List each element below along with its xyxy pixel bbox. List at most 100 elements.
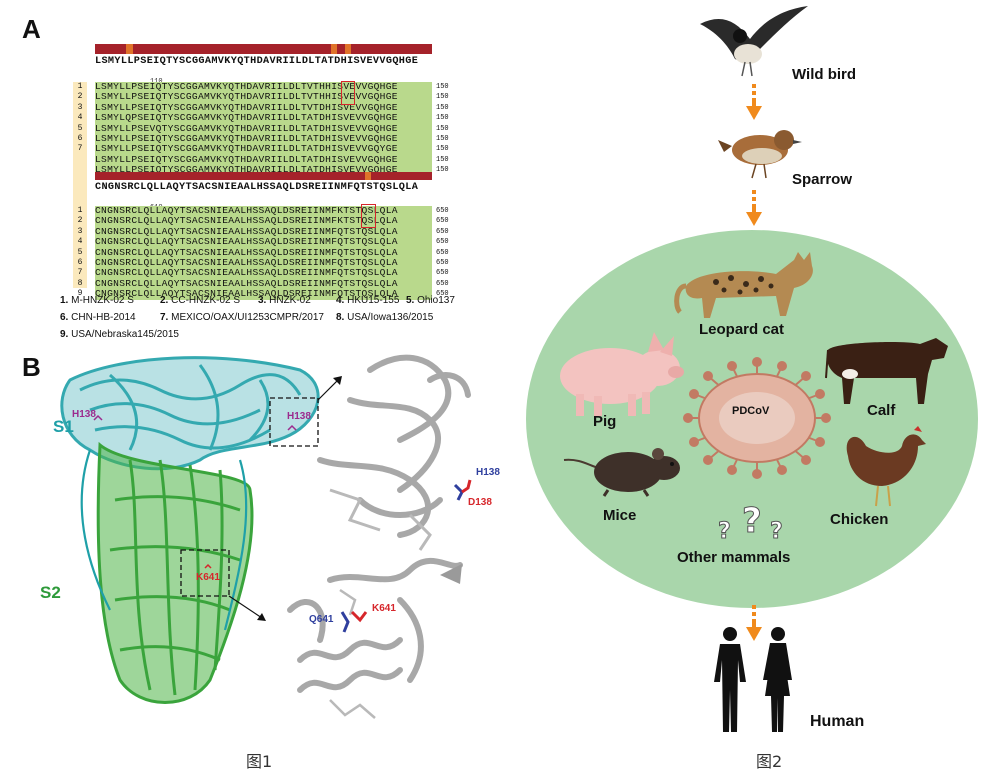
figure1-caption: 图1 [246,752,273,771]
alignment-row-end: 650 [436,207,449,215]
svg-text:?: ? [742,501,762,541]
leopard-cat-label: Leopard cat [699,321,785,338]
alignment-row-sequence: CNGNSRCLQLLAQYTSACSNIEAALHSSAQLDSREIINMF… [95,246,398,258]
alignment-row-sequence: CNGNSRCLQLLAQYTSACSNIEAALHSSAQLDSREIINMF… [95,215,398,227]
alignment-row-end: 150 [436,145,449,154]
spike-protein-structure [60,354,472,719]
alignment-row-end: 650 [436,217,449,226]
s1-label: S1 [53,417,74,436]
mice-label: Mice [603,507,637,524]
alignment-row-number: 7 [77,144,83,154]
highlight-box-138 [341,81,355,105]
alignment-rows-1 [95,82,432,176]
alignment-row-number: 3 [77,226,83,236]
alignment-row-end: 150 [436,135,449,143]
alignment-row-sequence: CNGNSRCLQLLAQYTSACSNIEAALHSSAQLDSREIINMF… [95,257,398,268]
alignment-block-1: LSMYLLPSEIQTYSCGGAMVKYQTHDAVRIILDLTATDHI… [70,44,460,176]
wild-bird-icon [700,6,808,77]
alignment-row-number: 2 [77,92,83,102]
sparrow-icon [718,130,802,179]
ruler-2: 610 620 630 640 650 [95,196,432,244]
zoom-d138-label: D138 [468,497,492,508]
alignment-row-sequence: CNGNSRCLQLLAQYTSACSNIEAALHSSAQLDSREIINMF… [95,205,398,216]
alignment-row-sequence: CNGNSRCLQLLAQYTSACSNIEAALHSSAQLDSREIINMF… [95,277,398,289]
alignment-row-sequence: LSMYLLPSEVQTYSCGGAMVKYQTHDAVRIILDLTATDHI… [95,122,398,134]
svg-text:?: ? [770,519,783,544]
alignment-row-number: 5 [77,247,83,257]
alignment-row-sequence: CNGNSRCLQLLAQYTSACSNIEAALHSSAQLDSREIINMF… [95,288,398,300]
zoom-q641-label: Q641 [309,614,334,625]
alignment-row-number: 2 [77,216,83,226]
alignment-row-number: 6 [77,134,83,143]
arrow-mammals-to-human [746,605,762,641]
alignment-row-sequence: LSMYLLPSEIQTYSCGGAMVKYQTHDAVRIILDLTATDHI… [95,164,398,176]
alignment-row-sequence: LSMYLLPSEIQTYSCGGAMVKYQTHDAVRIILDLTVTDHI… [95,101,398,113]
alignment-row-sequence: LSMYLLPSEIQTYSCGGAMVKYQTHDAVRIILDLTVTHHI… [95,81,398,92]
figure2-caption: 图2 [756,752,783,771]
human-silhouettes-icon [714,627,792,732]
panel-b-label: B [22,352,41,382]
consensus-sequence-1: LSMYLLPSEIQTYSCGGAMVKYQTHDAVRIILDLTATDHI… [95,56,419,67]
alignment-row-end: 150 [436,155,449,164]
alignment-row-sequence: CNGNSRCLQLLAQYTSACSNIEAALHSSAQLDSREIINMF… [95,236,398,248]
arrow-sparrow-to-mammals [746,190,762,226]
alignment-row-sequence: LSMYLLPSEIQTYSCGGAMVKYQTHDAVRIILDLTATDHI… [95,153,398,165]
pdcov-label: PDCoV [732,405,770,417]
arrow-bird-to-sparrow [746,84,762,120]
mouse-icon [563,448,680,497]
alignment-row-number: 1 [77,206,83,215]
sparrow-label: Sparrow [792,171,853,188]
ruler-1: 110 120 130 140 150 [95,70,432,118]
leopard-cat-icon [674,252,813,318]
alignment-row-end: 150 [436,166,449,175]
h138-label-left: H138 [72,409,96,420]
alignment-row-sequence: LSMYLLPSEIQTYSCGGAMVKYQTHDAVRIILDLTATDHI… [95,143,398,155]
conservation-bar-1 [95,44,432,54]
alignment-row-sequence: LSMYLQPSEIQTYSCGGAMVKYQTHDAVRIILDLTATDHI… [95,112,398,124]
consensus-sequence-2: CNGNSRCLQLLAQYTSACSNIEAALHSSAQLDSREIINMF… [95,182,419,193]
alignment-row-number: 9 [77,289,83,299]
alignment-row-sequence: CNGNSRCLQLLAQYTSACSNIEAALHSSAQLDSREIINMF… [95,267,398,279]
alignment-row-end: 650 [436,279,449,288]
question-marks-icon: ? ? ? [718,501,784,545]
alignment-row-number: 4 [77,113,83,123]
s2-label: S2 [40,583,61,602]
alignment-row-number: 7 [77,268,83,278]
alignment-row-end: 650 [436,269,449,278]
chicken-label: Chicken [830,511,889,528]
alignment-row-sequence: LSMYLLPSEIQTYSCGGAMVKYQTHDAVRIILDLTATDHI… [95,133,398,144]
conservation-bar-2 [95,172,432,180]
human-label: Human [810,713,865,730]
row-number-column-2 [73,152,87,288]
other-mammals-label: Other mammals [677,549,791,566]
alignment-row-end: 650 [436,248,449,257]
alignment-row-end: 650 [436,290,449,299]
alignment-row-end: 150 [436,103,449,112]
alignment-row-number: 3 [77,102,83,112]
alignment-row-number: 4 [77,237,83,247]
calf-icon [825,338,948,404]
svg-text:?: ? [718,519,731,544]
highlight-box-641 [361,204,376,228]
alignment-row-sequence: CNGNSRCLQLLAQYTSACSNIEAALHSSAQLDSREIINMF… [95,225,398,237]
alignment-row-number: 8 [77,278,83,288]
pig-label: Pig [593,413,617,430]
alignment-row-number: 6 [77,258,83,267]
pig-icon [560,332,684,416]
alignment-block-2: CNGNSRCLQLLAQYTSACSNIEAALHSSAQLDSREIINMF… [70,152,460,300]
k641-label: K641 [196,572,220,583]
alignment-row-end: 650 [436,238,449,247]
alignment-row-end: 150 [436,114,449,123]
chicken-icon [846,426,926,507]
zoom-k641-label: K641 [372,603,396,614]
alignment-row-end: 150 [436,93,449,102]
wild-bird-label: Wild bird [792,66,857,83]
alignment-row-number: 1 [77,82,83,91]
calf-label: Calf [867,402,896,419]
alignment-row-end: 150 [436,83,449,91]
alignment-row-number: 5 [77,123,83,133]
zoom-h138-label: H138 [476,467,500,478]
alignment-row-end: 650 [436,227,449,236]
pdcov-virus-icon [683,357,831,479]
alignment-row-end: 150 [436,124,449,133]
